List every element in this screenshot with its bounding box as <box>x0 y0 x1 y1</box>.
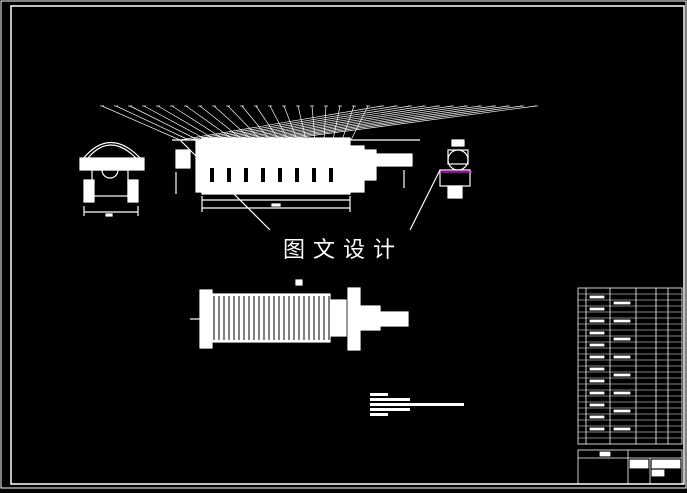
leader-line <box>215 105 439 141</box>
cylinder-segments <box>210 168 333 182</box>
leader-line <box>213 105 253 141</box>
table-cell-text <box>613 355 631 359</box>
table-cell-text <box>589 391 605 395</box>
cylinder-segment <box>244 168 248 182</box>
leader-callouts <box>100 105 538 141</box>
motor-view <box>439 139 472 199</box>
leader-line <box>157 105 217 141</box>
table-cell-text <box>589 403 605 407</box>
table-cell-text <box>589 319 605 323</box>
leader-line <box>129 105 199 141</box>
leader-line <box>227 105 262 141</box>
leader-line <box>260 105 509 141</box>
cylinder-segment <box>329 168 333 182</box>
leader-line <box>206 105 425 141</box>
table-cell-text <box>589 367 605 371</box>
table-cell-text <box>589 355 605 359</box>
cylinder-segment <box>210 168 214 182</box>
title-block <box>577 449 683 485</box>
parts-list-table <box>577 287 683 445</box>
leader-line <box>199 105 244 141</box>
drawing-border <box>10 5 685 485</box>
leader-line <box>179 105 383 141</box>
plan-view-cylinder <box>190 279 409 351</box>
table-cell-text <box>613 391 631 395</box>
leader-line <box>233 105 467 141</box>
watermark-text: 图文设计 <box>283 238 404 263</box>
leader-line <box>255 105 280 141</box>
table-cell-text <box>589 331 605 335</box>
technical-notes <box>370 393 464 416</box>
leader-line <box>143 105 208 141</box>
table-cell-text <box>589 343 605 347</box>
leader-line <box>171 105 226 141</box>
cylinder-segment <box>295 168 299 182</box>
cylinder-segment <box>278 168 282 182</box>
table-cell-text <box>613 409 631 413</box>
plan-segments <box>213 296 330 340</box>
table-cell-text <box>589 427 605 431</box>
leader-line <box>101 105 181 141</box>
table-cell-text <box>613 427 631 431</box>
leader-line <box>242 105 481 141</box>
front-view-cylinder <box>172 137 441 231</box>
table-cell-text <box>613 373 631 377</box>
table-cell-text <box>589 307 605 311</box>
leader-line <box>188 105 397 141</box>
leader-line <box>185 105 235 141</box>
leader-line <box>115 105 190 141</box>
leader-line <box>224 105 453 141</box>
leader-line <box>241 105 271 141</box>
leader-line <box>197 105 411 141</box>
table-cell-text <box>589 415 605 419</box>
leader-line <box>251 105 495 141</box>
cylinder-segment <box>261 168 265 182</box>
table-cell-text <box>613 301 631 305</box>
leader-line <box>269 105 523 141</box>
leader-line <box>278 105 537 141</box>
table-cell-text <box>589 379 605 383</box>
table-cell-text <box>613 319 631 323</box>
table-cell-text <box>589 295 605 299</box>
cylinder-segment <box>227 168 231 182</box>
cylinder-segment <box>312 168 316 182</box>
end-view <box>79 141 145 217</box>
table-cell-text <box>613 337 631 341</box>
